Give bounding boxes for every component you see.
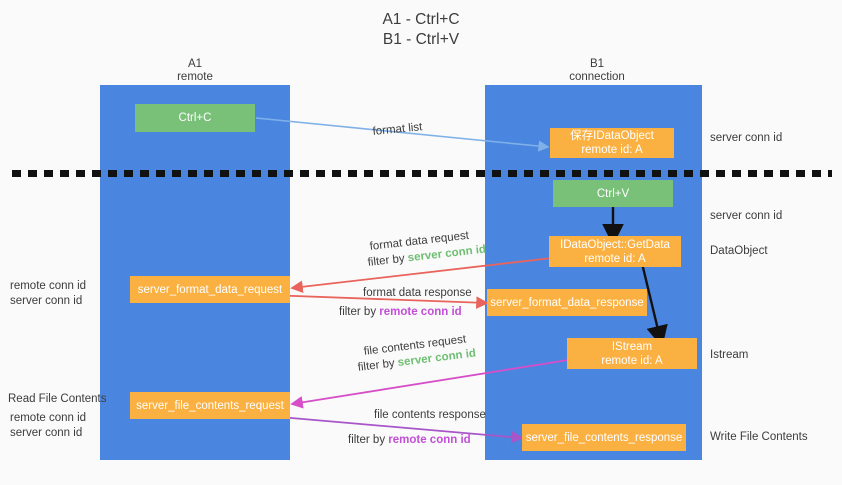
edge-label-file-contents-response: file contents response (374, 409, 486, 421)
node-istream[interactable]: IStream remote id: A (567, 338, 697, 369)
node-server-file-contents-response-label: server_file_contents_response (525, 431, 683, 444)
node-server-file-contents-request-label: server_file_contents_request (136, 399, 284, 412)
diagram-title: A1 - Ctrl+C B1 - Ctrl+V (0, 10, 842, 50)
lane-header-a1-name: A1 (187, 58, 203, 70)
lane-header-a1-sub: remote (177, 71, 213, 83)
edge-label-format-data-response: format data response (363, 287, 472, 299)
node-save-idataobject[interactable]: 保存IDataObject remote id: A (550, 128, 674, 158)
node-idataobject-getdata[interactable]: IDataObject::GetData remote id: A (549, 236, 681, 267)
right-label-istream: Istream (710, 349, 749, 361)
lane-header-a1: A1 remote (120, 58, 270, 84)
left-label-server-conn-id-2: server conn id (10, 427, 83, 439)
edge-label-format-data-response-filter: filter by remote conn id (339, 305, 462, 320)
edge-label-format-data-response-filter-keyword: remote conn id (379, 306, 462, 318)
left-label-server-conn-id-1: server conn id (10, 295, 83, 307)
right-label-server-conn-id-top: server conn id (710, 132, 783, 144)
node-ctrl-v-label: Ctrl+V (596, 187, 630, 200)
node-ctrl-c[interactable]: Ctrl+C (135, 104, 255, 132)
node-server-format-data-request[interactable]: server_format_data_request (130, 276, 290, 303)
node-server-format-data-response-label: server_format_data_response (490, 296, 644, 309)
edge-label-format-list: format list (372, 121, 423, 138)
edge-label-file-contents-response-filter-keyword: remote conn id (388, 434, 471, 446)
right-label-server-conn-id-mid: server conn id (710, 210, 783, 222)
node-save-idataobject-sub: remote id: A (581, 144, 643, 156)
diagram-title-line-2: B1 - Ctrl+V (382, 31, 460, 48)
node-server-file-contents-response[interactable]: server_file_contents_response (522, 424, 686, 451)
right-label-write-file-contents: Write File Contents (710, 431, 808, 443)
lane-header-b1-sub: connection (569, 71, 625, 83)
edge-label-format-data-response-filter-prefix: filter by (339, 306, 380, 318)
node-server-format-data-response[interactable]: server_format_data_response (487, 289, 647, 316)
node-server-format-data-request-label: server_format_data_request (137, 283, 283, 296)
node-ctrl-v[interactable]: Ctrl+V (553, 180, 673, 207)
node-idataobject-getdata-title: IDataObject::GetData (560, 238, 670, 251)
node-server-file-contents-request[interactable]: server_file_contents_request (130, 392, 290, 419)
node-ctrl-c-label: Ctrl+C (178, 112, 212, 124)
node-istream-title: IStream (611, 340, 653, 353)
node-idataobject-getdata-sub: remote id: A (584, 252, 646, 265)
edge-label-format-data-request-filter-prefix: filter by (367, 252, 409, 269)
right-label-dataobject: DataObject (710, 245, 768, 257)
node-istream-sub: remote id: A (601, 354, 663, 367)
lane-header-b1: B1 connection (522, 58, 672, 84)
edge-label-file-contents-request-filter-prefix: filter by (357, 357, 399, 374)
edge-label-file-contents-response-filter: filter by remote conn id (348, 433, 471, 448)
left-label-remote-conn-id-1: remote conn id (10, 280, 87, 292)
left-label-remote-conn-id-2: remote conn id (10, 412, 87, 424)
edge-label-file-contents-response-filter-prefix: filter by (348, 434, 389, 446)
lane-header-b1-name: B1 (589, 58, 605, 70)
phase-divider (12, 170, 832, 177)
left-label-read-file-contents: Read File Contents (8, 393, 107, 405)
node-save-idataobject-title: 保存IDataObject (570, 130, 654, 142)
diagram-title-line-1: A1 - Ctrl+C (382, 11, 460, 28)
